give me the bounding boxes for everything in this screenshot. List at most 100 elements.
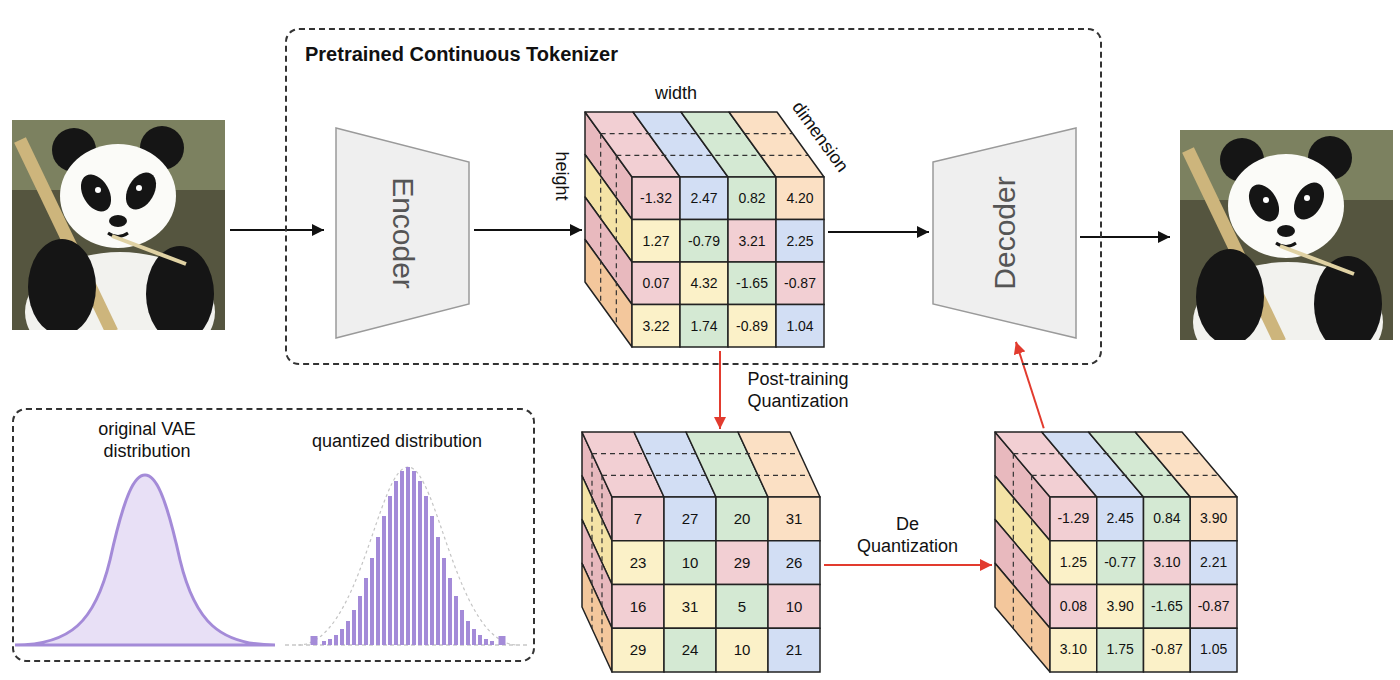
cell-value: 1.04 [777,305,823,348]
tensor-cell [632,305,680,348]
cell-value: 23 [613,541,663,585]
tensor-cell [632,177,680,220]
tensor-cell [1050,628,1097,672]
tensor-cell [680,262,728,305]
cell-value: 20 [717,497,767,541]
depth-slice-line [601,133,793,134]
quantized-tensor-cube: 727203123102926163151029241021 [582,432,820,672]
connector-arrow [719,351,721,429]
block-label: Decoder [988,176,1022,289]
tensor-cell [1097,497,1144,541]
tensor-cell [680,305,728,348]
bamboo-stick [112,236,186,264]
tensor-cell [716,541,768,585]
connector-arrow [474,229,582,231]
panda-eye [95,187,101,193]
cell-value: 4.32 [681,262,727,305]
dequantized-tensor-cube: -1.292.450.843.901.25-0.773.102.210.083.… [995,432,1237,672]
panda-arm [28,239,96,330]
panda-eye-patch [120,167,163,215]
tensor-cell [632,262,680,305]
panda-head [60,144,176,248]
tensor-cell [768,585,820,629]
cell-value: 1.75 [1098,628,1143,672]
tensor-cell [664,585,716,629]
tensor-cell [1097,628,1144,672]
tensor-cell [768,628,820,672]
cell-value: 2.45 [1098,497,1143,541]
encoder-block: Encoder [335,127,470,339]
edge-label: De Quantization [847,513,969,557]
depth-slice-line [601,475,602,650]
tokenizer-group-box: Pretrained Continuous TokenizerEncoder -1… [285,28,1102,365]
depth-slice-line [1031,475,1032,650]
tensor-cell [1190,541,1237,585]
cell-value: 2.47 [681,177,727,220]
tensor-cell [728,262,776,305]
tensor-cell [1144,541,1191,585]
connector-arrow [828,231,929,233]
input-arrow [230,229,324,231]
tensor-cell [716,628,768,672]
cube-side-face [995,563,1050,672]
depth-slice-line [1013,453,1200,454]
cell-value: 1.27 [633,220,679,263]
panda-nose [109,215,127,227]
depth-slice-line [1013,454,1014,629]
trapezoid-shape [933,128,1076,338]
cell-value: -1.65 [729,262,775,305]
cell-value: 21 [769,628,819,672]
axis-label: width [655,83,697,104]
cell-value: -0.87 [1145,628,1190,672]
cell-value: 0.07 [633,262,679,305]
panda-eye [136,185,142,191]
tensor-cell [664,497,716,541]
cell-value: 3.90 [1191,497,1236,541]
depth-slice-line [602,475,810,476]
decoder-block: Decoder [932,127,1077,339]
tensor-cell [716,585,768,629]
dotted-envelope [298,467,518,645]
group-title: Pretrained Continuous Tokenizer [305,42,618,66]
tensor-cell [1050,541,1097,585]
tensor-cell [1050,585,1097,629]
panda-mouth [108,233,128,237]
depth-slice-line [600,134,601,304]
tensor-cell [776,220,824,263]
depth-slice-line [591,454,592,629]
tensor-cell [1144,497,1191,541]
tensor-cell [728,220,776,263]
tensor-cell [776,305,824,348]
tensor-cell [1190,628,1237,672]
tensor-cell [612,628,664,672]
cell-value: 10 [665,541,715,585]
latent-tensor-cube: -1.322.470.824.201.27-0.793.212.250.074.… [585,112,824,347]
cell-value: 27 [665,497,715,541]
cell-value: 31 [665,585,715,629]
panda-arm [146,246,214,330]
cell-value: 0.08 [1051,585,1096,629]
cell-value: 0.84 [1145,497,1190,541]
cell-value: 2.25 [777,220,823,263]
cell-value: 1.25 [1051,541,1096,585]
cell-value: 16 [613,585,663,629]
panda-photo [12,120,225,330]
cell-value: -0.89 [729,305,775,348]
cell-value: -1.32 [633,177,679,220]
tensor-cell [1097,541,1144,585]
tensor-cell [1144,585,1191,629]
cell-value: 0.82 [729,177,775,220]
cube-shape [585,112,824,347]
cell-value: -0.79 [681,220,727,263]
cell-value: 24 [665,628,715,672]
tensor-cell [1097,585,1144,629]
cell-value: -0.87 [777,262,823,305]
tensor-cell [664,541,716,585]
cell-value: 31 [769,497,819,541]
histogram-tail-bars [314,636,502,645]
connector-arrow [824,564,992,566]
distribution-panel: original VAE distributionquantized distr… [12,408,535,662]
tensor-cell [612,541,664,585]
cell-value: 1.74 [681,305,727,348]
tensor-cell [632,220,680,263]
